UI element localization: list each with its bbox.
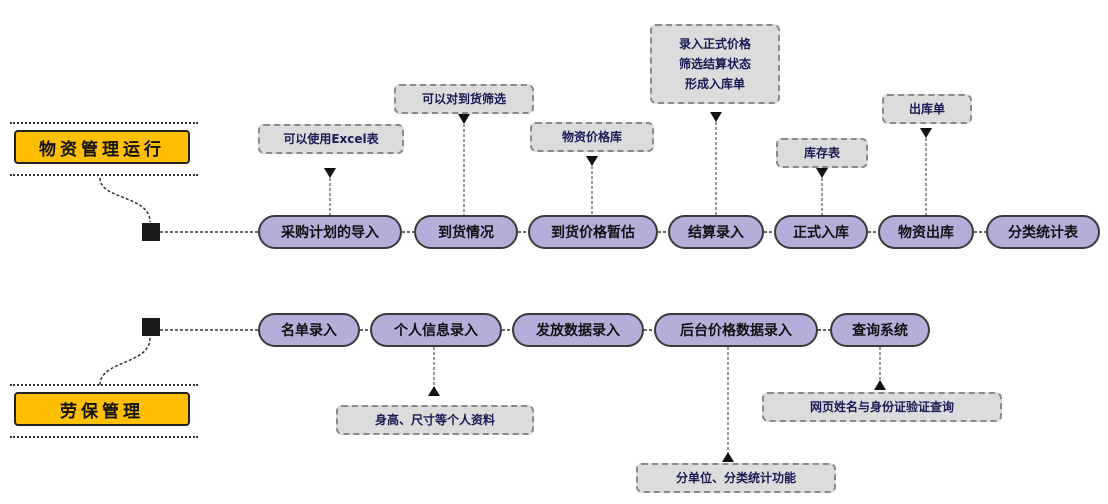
step-label: 正式入库 <box>793 225 849 241</box>
labor-start-node <box>142 318 160 336</box>
material-title-rule-bottom <box>10 174 198 176</box>
note-excel: 可以使用Excel表 <box>258 124 404 154</box>
labor-title-rule-top <box>10 384 198 386</box>
step-classified-statistics[interactable]: 分类统计表 <box>986 215 1100 249</box>
note-pointer-arrow-9 <box>874 380 886 390</box>
note-inventory-table: 库存表 <box>776 138 868 168</box>
step-label: 后台价格数据录入 <box>680 323 792 339</box>
step-settlement-entry[interactable]: 结算录入 <box>668 215 764 249</box>
note-text: 库存表 <box>803 146 840 160</box>
note-arrival-filter: 可以对到货筛选 <box>394 84 534 114</box>
step-label: 个人信息录入 <box>394 323 478 339</box>
step-label: 名单录入 <box>281 323 337 339</box>
material-section-title-text: 物资管理运行 <box>39 139 165 160</box>
labor-title-rule-bottom <box>10 436 198 438</box>
step-label: 到货价格暂估 <box>551 225 635 241</box>
step-query-system[interactable]: 查询系统 <box>830 313 930 347</box>
step-label: 分类统计表 <box>1008 225 1078 241</box>
note-text: 可以对到货筛选 <box>421 92 506 106</box>
note-pointer-arrow-3 <box>586 156 598 166</box>
labor-curve-connector <box>99 337 151 386</box>
labor-section-title: 劳保管理 <box>14 392 190 426</box>
step-arrival-price-estimate[interactable]: 到货价格暂估 <box>528 215 658 249</box>
note-pointer-arrow-7 <box>428 386 440 396</box>
note-unit-statistics: 分单位、分类统计功能 <box>636 463 836 493</box>
note-text: 物资价格库 <box>561 130 622 144</box>
step-purchase-plan-import[interactable]: 采购计划的导入 <box>258 215 402 249</box>
material-title-rule-top <box>10 122 198 124</box>
note-personal-details: 身高、尺寸等个人资料 <box>336 405 534 435</box>
material-section-title: 物资管理运行 <box>14 130 190 164</box>
step-distribution-data-entry[interactable]: 发放数据录入 <box>512 313 644 347</box>
material-curve-connector <box>99 177 151 223</box>
note-pointer-arrow-5 <box>816 168 828 178</box>
step-label: 查询系统 <box>852 323 908 339</box>
note-pointer-arrow-4 <box>710 112 722 122</box>
note-pointer-arrow-2 <box>458 114 470 124</box>
note-outbound-slip: 出库单 <box>882 94 972 124</box>
note-text: 筛选结算状态 <box>678 57 751 71</box>
note-pointer-arrow-8 <box>722 452 734 462</box>
step-roster-entry[interactable]: 名单录入 <box>258 313 360 347</box>
note-text: 可以使用Excel表 <box>283 132 379 146</box>
note-price-library: 物资价格库 <box>530 122 654 152</box>
step-label: 到货情况 <box>438 225 494 241</box>
note-web-id-query: 网页姓名与身份证验证查询 <box>762 392 1002 422</box>
note-text: 网页姓名与身份证验证查询 <box>809 400 954 414</box>
step-label: 发放数据录入 <box>536 323 620 339</box>
note-text: 身高、尺寸等个人资料 <box>374 413 495 427</box>
note-text: 录入正式价格 <box>678 37 751 51</box>
step-label: 物资出库 <box>898 225 954 241</box>
note-pointer-arrow-6 <box>920 128 932 138</box>
note-text: 形成入库单 <box>684 77 745 91</box>
labor-section-title-text: 劳保管理 <box>60 401 144 422</box>
step-label: 采购计划的导入 <box>281 225 379 241</box>
note-text: 分单位、分类统计功能 <box>675 471 796 485</box>
step-arrival-status[interactable]: 到货情况 <box>414 215 518 249</box>
step-label: 结算录入 <box>688 225 744 241</box>
material-start-node <box>142 223 160 241</box>
note-text: 出库单 <box>908 102 945 116</box>
note-settlement: 录入正式价格 筛选结算状态 形成入库单 <box>650 24 780 104</box>
step-backend-price-entry[interactable]: 后台价格数据录入 <box>654 313 818 347</box>
step-personal-info-entry[interactable]: 个人信息录入 <box>370 313 502 347</box>
step-formal-warehousing[interactable]: 正式入库 <box>774 215 868 249</box>
note-pointer-arrow-1 <box>324 168 336 178</box>
step-material-outbound[interactable]: 物资出库 <box>878 215 974 249</box>
